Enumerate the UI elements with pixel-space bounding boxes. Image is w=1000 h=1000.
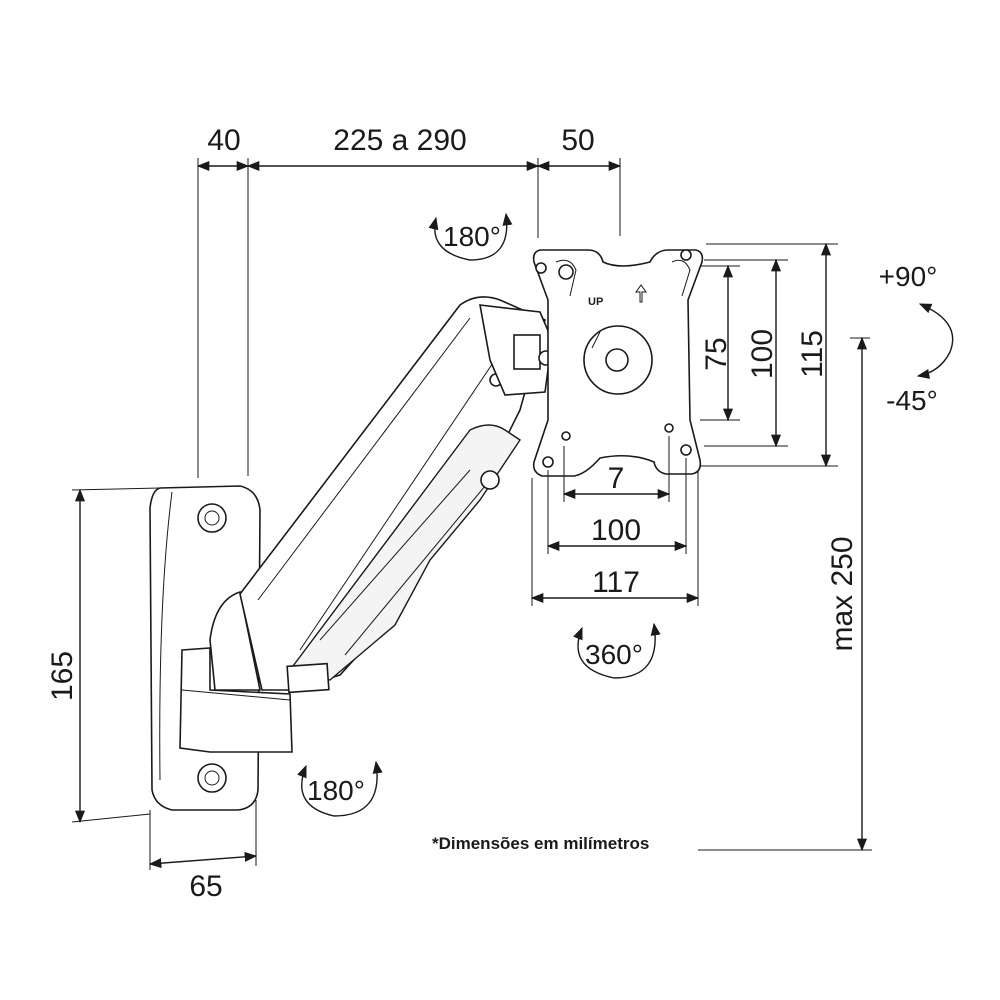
rot-head-swivel: 180°	[443, 221, 501, 252]
dim-hole-gap: 7	[608, 462, 625, 495]
gas-spring-arm	[239, 296, 546, 694]
dim-plate-width: 117	[592, 566, 640, 599]
dim-wall-height: 165	[46, 651, 79, 701]
rotation-wall: 180°	[297, 760, 383, 817]
up-arrow-icon	[635, 284, 647, 303]
dimension-labels: 40 225 a 290 50 75 100 115 7 100 117 max…	[46, 124, 859, 903]
dim-wall-width: 65	[189, 870, 222, 903]
rotation-head: 180°	[428, 212, 513, 261]
dim-max-height: max 250	[826, 536, 859, 651]
rot-tilt-down: -45°	[886, 385, 938, 416]
vesa-plate: UP	[532, 249, 704, 477]
dimension-lines	[71, 158, 872, 870]
dim-plate-depth: 50	[561, 124, 594, 157]
dim-plate-height: 115	[796, 330, 829, 378]
rot-tilt-up: +90°	[879, 261, 938, 292]
wall-hinge	[179, 590, 293, 753]
dim-vesa-large: 100	[746, 329, 779, 379]
rotation-plate: 360°	[573, 622, 661, 679]
units-note: *Dimensões em milímetros	[432, 834, 649, 853]
dim-wall-offset: 40	[207, 124, 240, 157]
rotation-tilt: +90° -45°	[879, 261, 954, 416]
rot-wall-swivel: 180°	[307, 775, 365, 806]
head-joint	[479, 304, 554, 396]
dim-arm-reach: 225 a 290	[333, 124, 466, 157]
plate-up-label: UP	[588, 296, 603, 308]
rot-plate: 360°	[585, 639, 643, 670]
dim-vesa-width: 100	[591, 514, 641, 547]
dim-vesa-small: 75	[700, 337, 733, 370]
